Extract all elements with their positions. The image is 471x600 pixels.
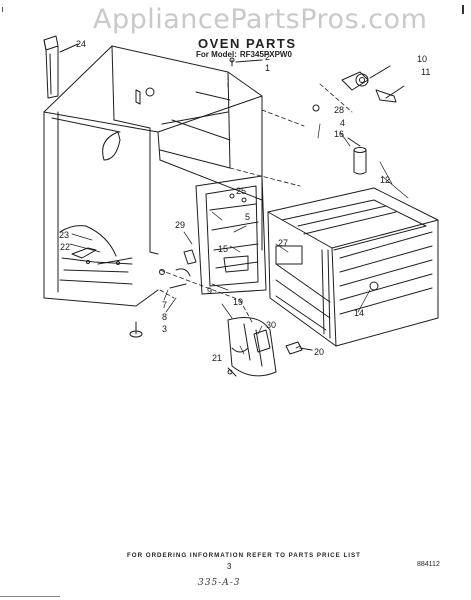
part-28-screw: [312, 104, 320, 112]
oven-cabinet: [43, 45, 263, 307]
document-code: 884112: [417, 561, 440, 568]
callout-21: 21: [212, 353, 222, 363]
callout-8: 8: [162, 312, 167, 322]
model-label: For Model:: [196, 50, 237, 59]
callout-10: 10: [417, 54, 427, 64]
part-22-23-tube: [59, 225, 133, 285]
callout-9: 9: [207, 286, 212, 296]
callout-30: 30: [266, 320, 276, 330]
callout-4: 4: [340, 118, 345, 128]
callout-27: 27: [278, 238, 288, 248]
page-number: 3: [227, 562, 232, 571]
callout-20: 20: [314, 347, 324, 357]
part-19-30-bracket: [227, 317, 313, 377]
assembly-guides: [159, 75, 353, 323]
callout-12: 12: [380, 175, 390, 185]
part-16-vent: [347, 137, 367, 175]
callout-1: 1: [265, 63, 270, 73]
callout-15: 15: [218, 244, 228, 254]
callout-7: 7: [162, 300, 167, 310]
leader-lines: [69, 123, 409, 355]
callout-24: 24: [76, 39, 86, 49]
oven-front-frame: [195, 175, 267, 295]
callout-3: 3: [162, 324, 167, 334]
ordering-note: FOR ORDERING INFORMATION REFER TO PARTS …: [127, 552, 361, 559]
callout-28: 28: [334, 105, 344, 115]
callout-25: 25: [236, 186, 246, 196]
part-1-2-screw: [229, 57, 263, 67]
bottom-rule: [0, 596, 60, 597]
watermark: AppliancePartsPros.com: [93, 4, 428, 35]
callout-22: 22: [60, 242, 70, 252]
small-hardware: [159, 249, 197, 289]
handwritten-note: 335-A-3: [198, 578, 241, 588]
callout-16: 16: [334, 129, 344, 139]
scan-mark: [2, 7, 3, 12]
callout-5: 5: [245, 212, 250, 222]
part-10-11-burner-valve: [341, 65, 405, 103]
oven-liner: [267, 187, 439, 347]
page-title: OVEN PARTS: [198, 36, 297, 51]
callout-23: 23: [59, 230, 69, 240]
model-number: RF345PXPW0: [239, 50, 292, 59]
callout-19: 19: [233, 297, 243, 307]
callout-labels: 2 1 24 10 11 28 4 16 12 25 5 29 15 27 23…: [59, 39, 430, 363]
scan-mark: [462, 5, 464, 14]
model-line: For Model:RF345PXPW0: [196, 50, 292, 59]
callout-14: 14: [354, 308, 364, 318]
callout-11: 11: [421, 67, 430, 77]
part-24-insulation: [43, 35, 79, 99]
callout-29: 29: [175, 220, 185, 230]
callout-2: 2: [265, 52, 270, 62]
